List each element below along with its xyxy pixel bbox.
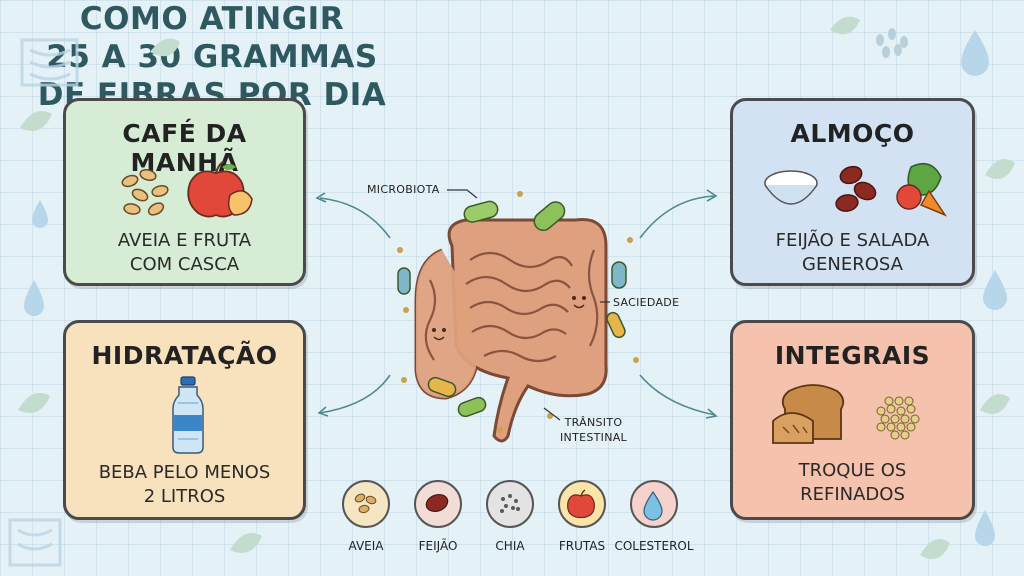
food-label-feijao: FEIJÃO xyxy=(418,539,458,553)
chia-seeds-icon xyxy=(500,494,520,513)
breakfast-food-illustration xyxy=(121,161,253,218)
apple-icon xyxy=(187,161,253,218)
page-title: COMO ATINGIR 25 A 30 GRAMMAS DE FIBRAS P… xyxy=(0,0,424,114)
card-whole-grains: INTEGRAIS TROQUE OS REFINADOS xyxy=(730,320,975,520)
title-line-1: COMO ATINGIR xyxy=(79,1,345,37)
oat-icon xyxy=(121,168,169,216)
card-text: TROQUE OS REFINADOS xyxy=(798,460,907,505)
card-breakfast: CAFÉ DA MANHÃ AVEIA E FRUTA COM CASCA xyxy=(63,98,306,286)
beans-icon xyxy=(425,493,449,513)
card-lunch: ALMOÇO FEIJÃO E SALADA GENEROSA xyxy=(730,98,975,286)
label-microbiota: MICROBIOTA xyxy=(367,183,440,196)
grains-icon xyxy=(876,396,920,440)
food-circle-cholesterol xyxy=(630,480,678,528)
food-circle-fruit xyxy=(558,480,606,528)
water-drop-icon xyxy=(24,30,1007,546)
whole-grains-illustration xyxy=(772,384,920,444)
rice-bowl-icon xyxy=(764,170,818,205)
food-label-aveia: AVEIA xyxy=(348,539,384,553)
water-bottle-icon xyxy=(172,376,204,454)
food-circle-chia xyxy=(486,480,534,528)
card-title: INTEGRAIS xyxy=(774,341,931,370)
label-transito: TRÂNSITO INTESTINAL xyxy=(560,416,627,444)
food-label-frutas: FRUTAS xyxy=(558,539,606,553)
card-text: BEBA PELO MENOS 2 LITROS xyxy=(98,462,271,507)
intestine-icon xyxy=(397,191,639,443)
food-circle-oat xyxy=(342,480,390,528)
title-line-2: 25 A 30 GRAMMAS xyxy=(46,39,378,75)
food-circle-bean xyxy=(414,480,462,528)
bread-icon xyxy=(772,384,845,444)
intestine-outline-icon xyxy=(8,38,79,567)
connector-arrows xyxy=(315,189,718,419)
card-hydration: HIDRATAÇÃO BEBA PELO MENOS 2 LITROS xyxy=(63,320,306,520)
microbe-icon xyxy=(397,200,627,418)
food-label-chia: CHIA xyxy=(495,539,525,553)
card-text: FEIJÃO E SALADA GENEROSA xyxy=(775,230,930,275)
card-title: HIDRATAÇÃO xyxy=(91,341,278,370)
water-drop-icon xyxy=(643,490,663,521)
happy-face xyxy=(432,296,586,332)
apple-icon xyxy=(567,489,595,519)
oat-icon xyxy=(354,493,377,514)
beans-icon xyxy=(835,165,877,212)
lunch-food-illustration xyxy=(764,162,947,217)
food-label-colesterol: COLESTEROL xyxy=(614,539,694,553)
seeds-decoration xyxy=(876,28,908,58)
card-text: AVEIA E FRUTA COM CASCA xyxy=(117,230,252,275)
label-saciedade: SACIEDADE xyxy=(613,296,680,309)
vegetables-icon xyxy=(896,162,947,217)
leaf-icon xyxy=(18,16,1015,559)
card-title: ALMOÇO xyxy=(790,119,915,148)
